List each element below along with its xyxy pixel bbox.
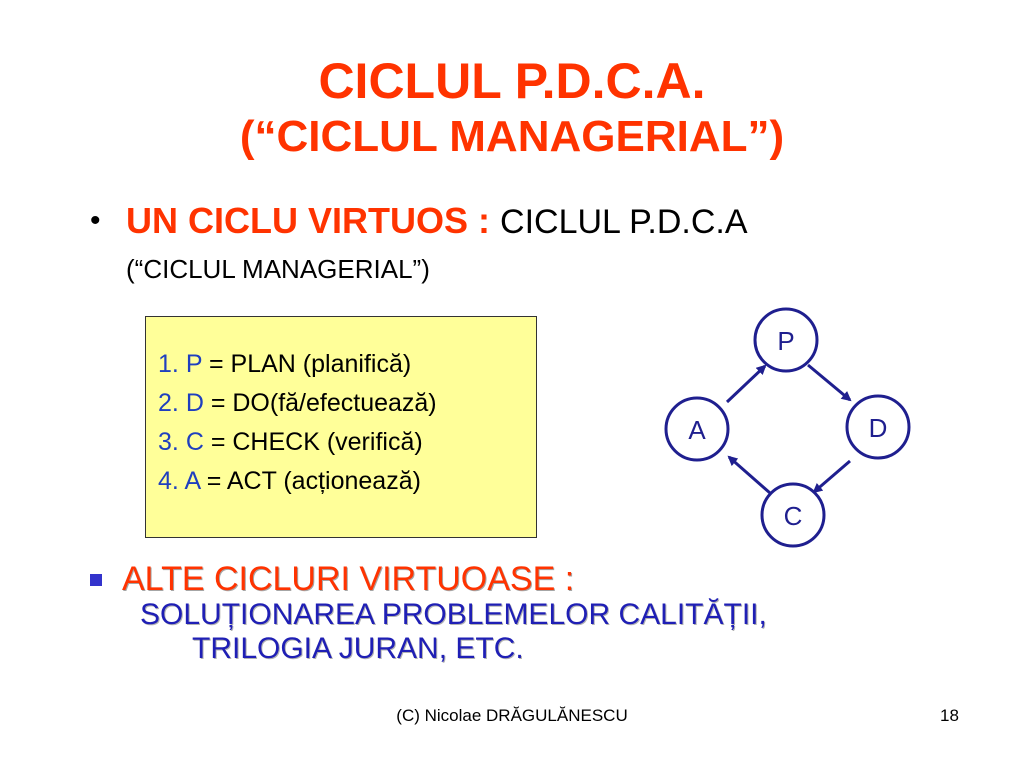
bullet-dot: •	[90, 204, 101, 237]
node-a-label: A	[688, 415, 706, 445]
pdca-item-act: 4. A = ACT (acționează)	[158, 462, 437, 501]
bullet-text: CICLUL P.D.C.A	[500, 203, 748, 241]
node-a	[664, 396, 730, 462]
pdca-item-desc: = DO(fă/efectuează)	[210, 389, 437, 417]
pdca-item-letter: A	[184, 467, 200, 495]
other-cycles-heading: ALTE CICLURI VIRTUOASE :	[122, 560, 575, 598]
pdca-cycle-diagram: P D C A	[664, 307, 911, 548]
pdca-item-do: 2. D = DO(fă/efectuează)	[158, 384, 437, 423]
node-p-label: P	[777, 326, 794, 356]
pdca-item-desc: = CHECK (verifică)	[210, 428, 423, 456]
node-d	[845, 394, 911, 460]
page-number: 18	[940, 706, 959, 725]
pdca-list: 1. P = PLAN (planifică) 2. D = DO(fă/efe…	[158, 345, 437, 501]
pdca-definition-box: 1. P = PLAN (planifică) 2. D = DO(fă/efe…	[145, 316, 537, 538]
bullet-virtuous-cycle: UN CICLU VIRTUOS : CICLUL P.D.C.A	[126, 199, 748, 244]
node-d-label: D	[869, 413, 888, 443]
other-cycles-item: SOLUȚIONAREA PROBLEMELOR CALITĂȚII,	[140, 598, 767, 631]
arrow-c-to-a	[727, 455, 771, 495]
pdca-item-letter: P	[185, 350, 203, 378]
bullet-highlight: UN CICLU VIRTUOS :	[126, 200, 490, 241]
pdca-item-letter: C	[185, 428, 204, 456]
square-bullet-icon	[90, 574, 102, 586]
pdca-item-desc: = ACT (acționează)	[206, 467, 421, 495]
pdca-item-number: 2.	[158, 389, 179, 417]
pdca-item-letter: D	[185, 389, 204, 417]
footer-credit: (C) Nicolae DRĂGULĂNESCU	[396, 706, 628, 725]
pdca-item-number: 1.	[158, 350, 179, 378]
pdca-item-desc: = PLAN (planifică)	[209, 350, 412, 378]
node-c-label: C	[784, 501, 803, 531]
other-cycles-item: TRILOGIA JURAN, ETC.	[192, 632, 524, 665]
arrow-d-to-c	[812, 459, 851, 494]
pdca-item-number: 4.	[158, 467, 179, 495]
arrow-a-to-p	[725, 364, 767, 404]
bullet-subtext: (“CICLUL MANAGERIAL”)	[126, 254, 430, 284]
node-c	[760, 482, 826, 548]
pdca-item-plan: 1. P = PLAN (planifică)	[158, 345, 437, 384]
arrow-p-to-d	[807, 363, 852, 402]
slide-title: CICLUL P.D.C.A.	[318, 53, 706, 109]
pdca-item-check: 3. C = CHECK (verifică)	[158, 423, 437, 462]
pdca-item-number: 3.	[158, 428, 179, 456]
slide-subtitle: (“CICLUL MANAGERIAL”)	[239, 112, 785, 161]
node-p	[753, 307, 819, 373]
